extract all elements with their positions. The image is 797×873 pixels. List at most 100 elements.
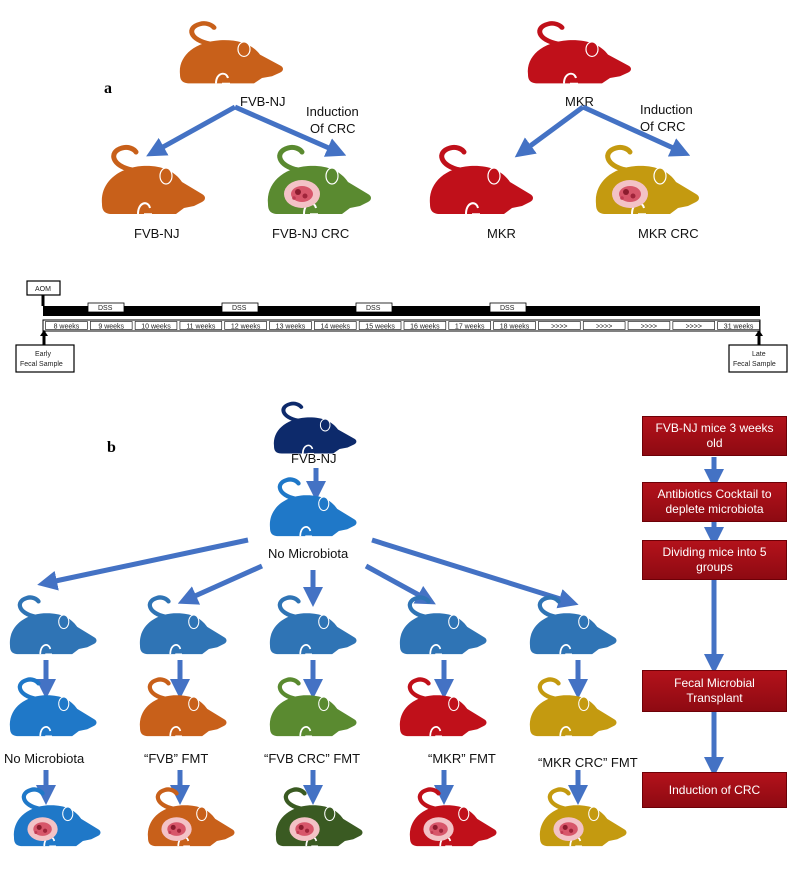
induction-left-1: Induction (306, 104, 359, 119)
week-bar (42, 319, 761, 332)
mouse-icon (140, 679, 227, 736)
induction-right-2: Of CRC (640, 119, 686, 134)
mouse-icon-donor (274, 404, 357, 454)
aom-label: AOM (35, 286, 51, 293)
child-label-1: FVB-NJ (134, 226, 180, 241)
early-sample-box (15, 344, 75, 373)
dss-label: DSS (98, 305, 113, 312)
week-cell (134, 321, 178, 330)
dss-box (87, 302, 125, 313)
week-cell (627, 321, 671, 330)
group-column-1 (10, 597, 101, 846)
week-label: 16 weeks (410, 324, 440, 331)
mouse-icon (14, 789, 101, 846)
mouse-icon-depleted (270, 479, 357, 536)
mouse-icon (10, 679, 97, 736)
child-label-2: FVB-NJ CRC (272, 226, 349, 241)
group-label-4: “MKR” FMT (428, 751, 496, 766)
tumor-icon (612, 180, 648, 208)
late-arrow-icon (755, 330, 763, 336)
mouse-icon (410, 789, 497, 846)
tumor-icon (553, 817, 584, 841)
week-label: 15 weeks (365, 324, 395, 331)
week-label: >>>> (551, 324, 567, 331)
late-label-1: Late (752, 351, 766, 358)
week-label: 14 weeks (320, 324, 350, 331)
week-cell (45, 321, 88, 330)
week-label: 11 weeks (186, 324, 216, 331)
mouse-icon-fvb (102, 147, 205, 214)
week-cell (717, 321, 760, 330)
mouse-icon-fvb-parent (180, 23, 283, 83)
panel-a-label: a (104, 80, 112, 97)
step-box-1: FVB-NJ mice 3 weeks old (642, 416, 787, 456)
mouse-icon-fvb-crc (268, 147, 371, 214)
top-label: FVB-NJ (291, 451, 337, 466)
week-label: 13 weeks (276, 324, 306, 331)
dss-box (489, 302, 527, 313)
week-cell (90, 321, 133, 330)
group-label-3: “FVB CRC” FMT (264, 751, 360, 766)
mouse-icon-mkr-crc (596, 147, 699, 214)
mouse-icon (276, 789, 363, 846)
week-label: 12 weeks (231, 324, 261, 331)
panel-b-label: b (107, 439, 116, 456)
mouse-icon-mkr (430, 147, 533, 214)
mouse-icon (270, 597, 357, 654)
week-cells: 8 weeks 9 weeks 10 weeks 11 weeks 12 weeks 13… (45, 321, 760, 331)
week-label: >>>> (596, 324, 612, 331)
mouse-icon (400, 597, 487, 654)
arrow (364, 563, 436, 605)
treatment-bar (43, 306, 760, 316)
tumor-icon (27, 817, 58, 841)
group-column-4 (400, 597, 497, 846)
group-column-2 (140, 597, 235, 846)
mouse-icon (540, 789, 627, 846)
arrow (177, 563, 264, 605)
mouse-icon (530, 597, 617, 654)
week-label: 9 weeks (98, 324, 124, 331)
week-cell (314, 321, 357, 330)
dss-label: DSS (366, 305, 381, 312)
week-cell (403, 321, 447, 330)
week-label: 8 weeks (54, 324, 80, 331)
week-label: 17 weeks (455, 324, 485, 331)
early-arrow-icon (40, 330, 48, 336)
tumor-icon (161, 817, 192, 841)
parent-left-label: FVB-NJ (240, 94, 286, 109)
child-label-4: MKR CRC (638, 226, 699, 241)
arrow (514, 104, 585, 158)
parent-right-label: MKR (565, 94, 594, 109)
week-cell (448, 321, 491, 330)
step-box-3: Dividing mice into 5 groups (642, 540, 787, 580)
mouse-icon-mkr-parent (528, 23, 631, 83)
no-microbiota-label: No Microbiota (268, 546, 349, 561)
induction-right-1: Induction (640, 102, 693, 117)
week-label: >>>> (641, 324, 657, 331)
dss-label: DSS (500, 305, 515, 312)
arrow (371, 537, 579, 609)
group-label-1: No Microbiota (4, 751, 85, 766)
early-label-1: Early (35, 351, 51, 358)
induction-left-2: Of CRC (310, 121, 356, 136)
week-cell (179, 321, 223, 330)
arrow (37, 537, 249, 591)
mouse-icon (530, 679, 617, 736)
week-label: 10 weeks (141, 324, 171, 331)
tumor-icon (284, 180, 320, 208)
step-box-2: Antibiotics Cocktail to deplete microbio… (642, 482, 787, 522)
step-box-4: Fecal Microbial Transplant (642, 670, 787, 712)
week-cell (224, 321, 267, 330)
mouse-icon (148, 789, 235, 846)
week-cell (269, 321, 312, 330)
week-cell (493, 321, 536, 330)
arrow (146, 104, 237, 157)
week-label: 31 weeks (724, 324, 754, 331)
week-cell (358, 321, 402, 330)
tumor-icon (289, 817, 320, 841)
mouse-icon (10, 597, 97, 654)
arrow (233, 104, 347, 157)
dss-label: DSS (232, 305, 247, 312)
week-label: 18 weeks (500, 324, 530, 331)
